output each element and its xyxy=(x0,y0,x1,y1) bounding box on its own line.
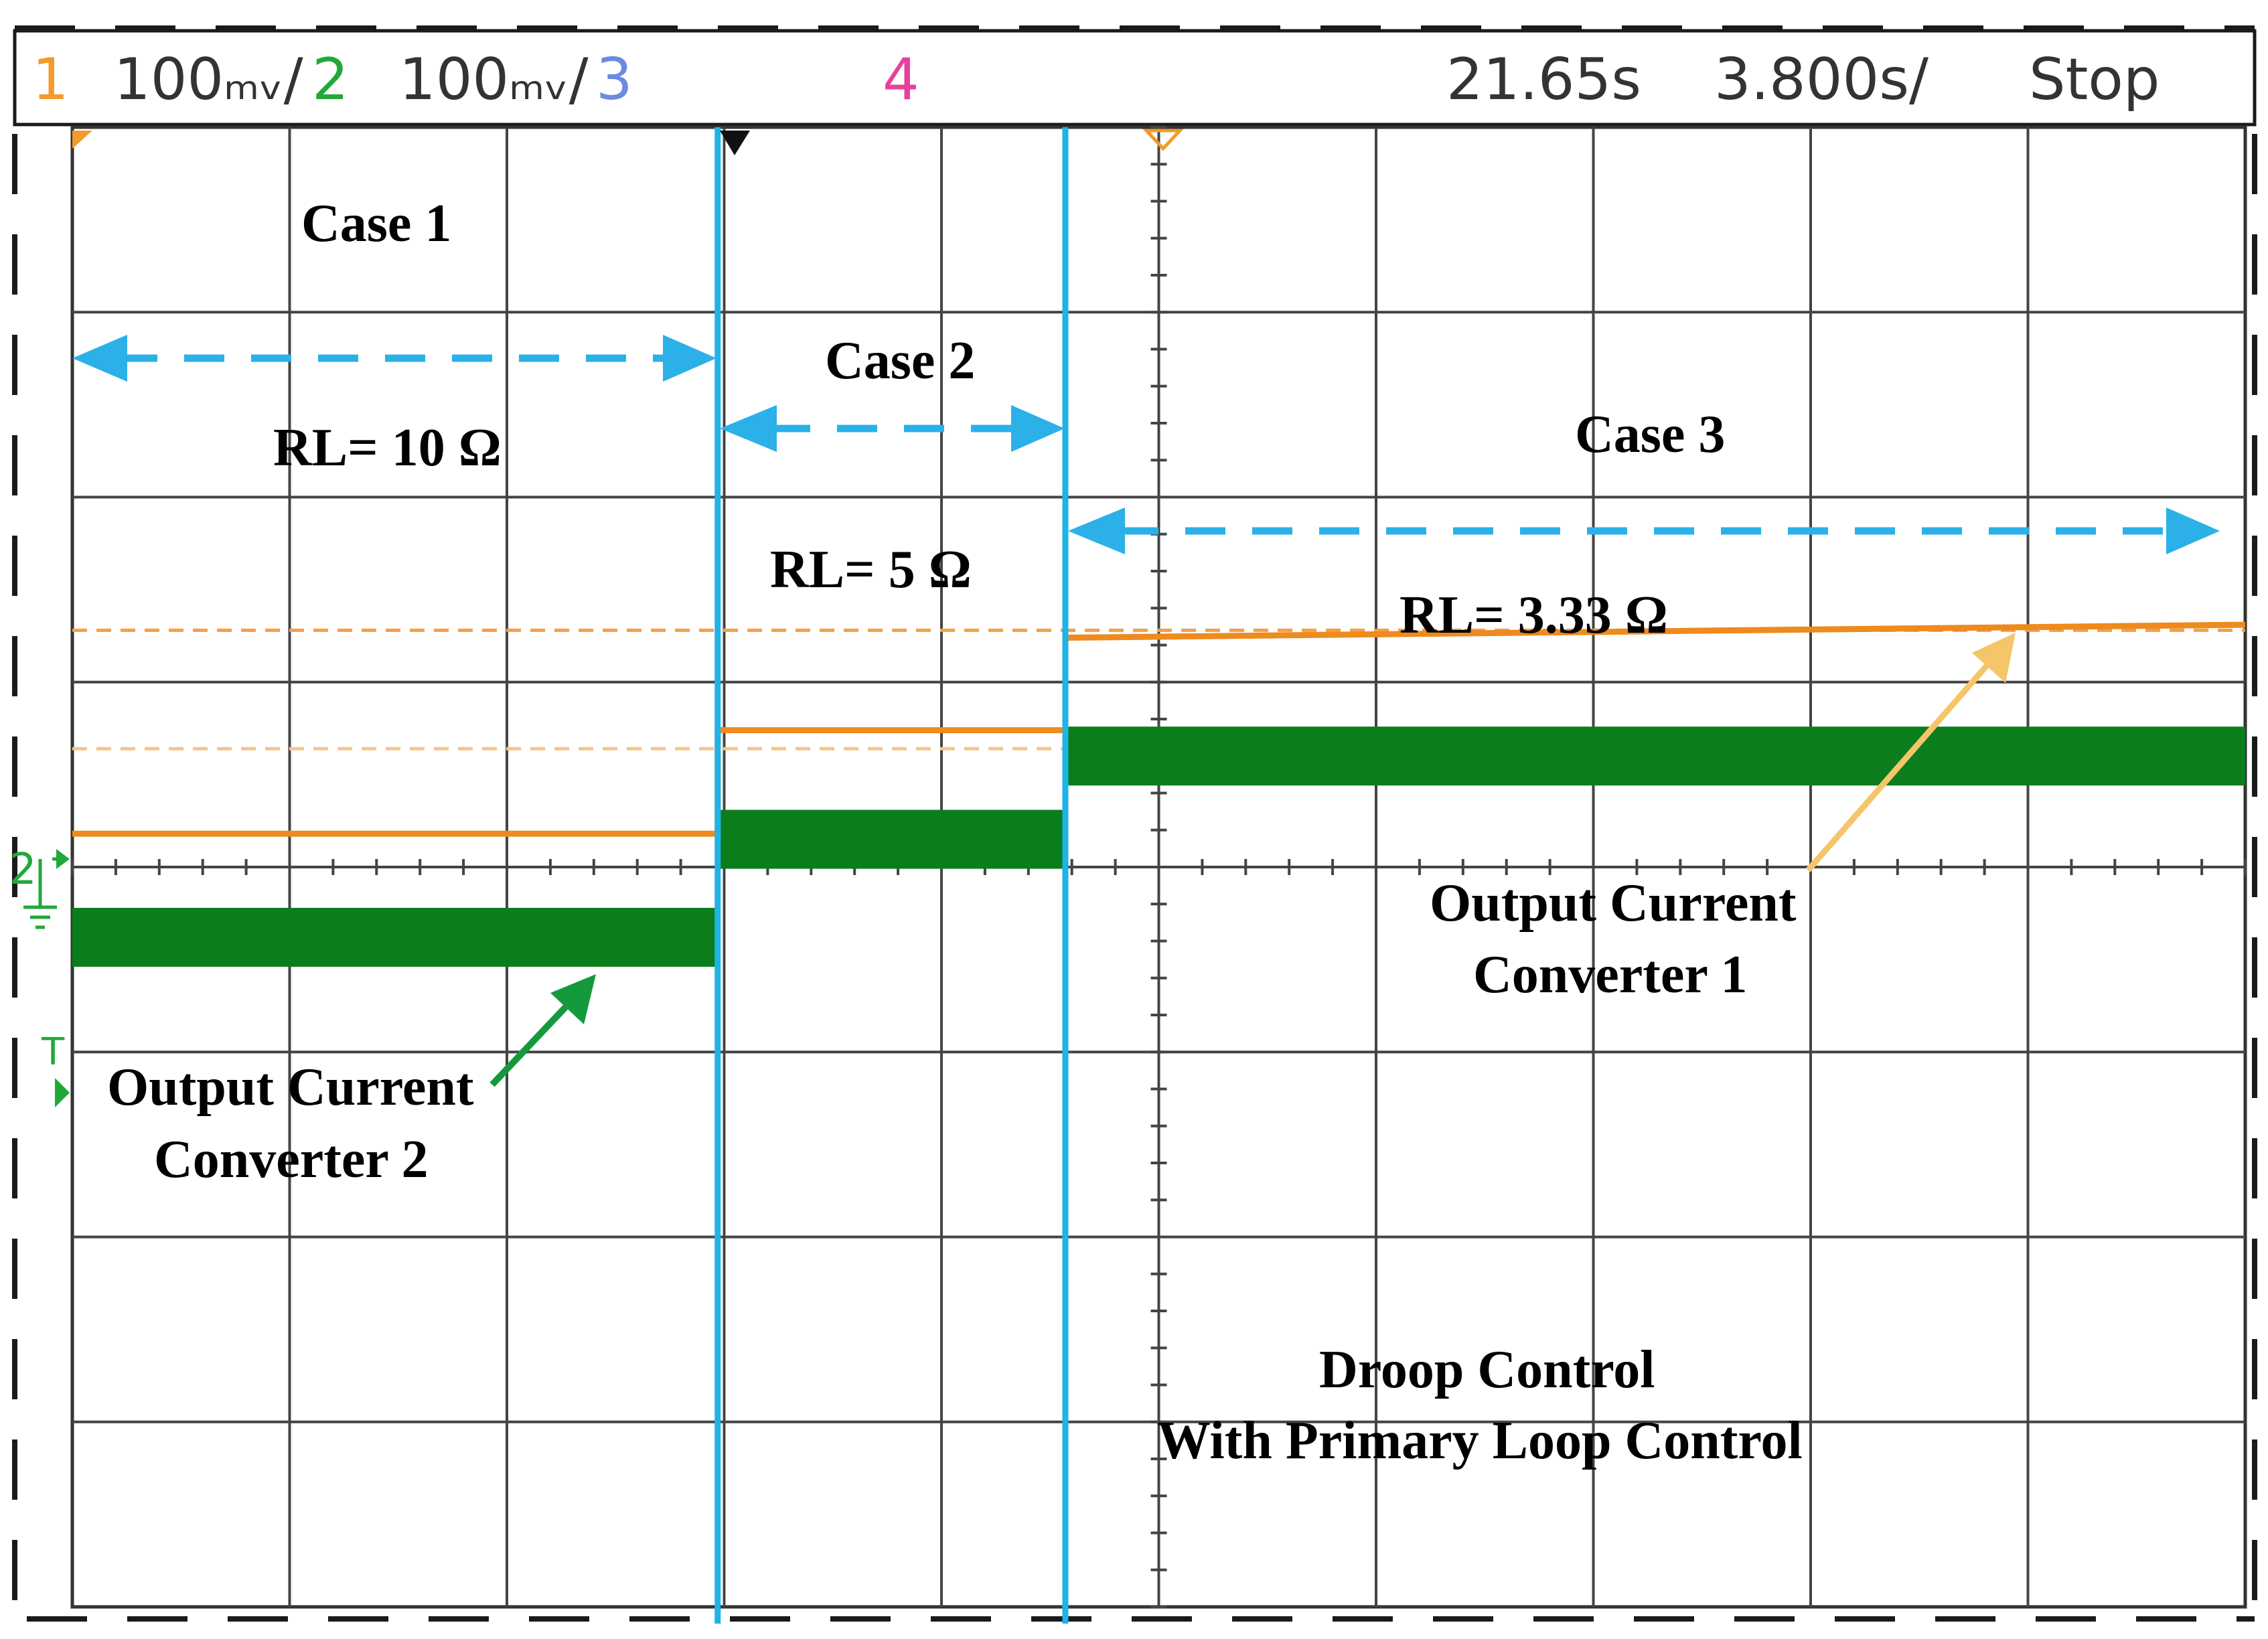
converter1-current-trace xyxy=(72,621,2246,837)
traces xyxy=(72,621,2246,967)
channel-1-number: 1 xyxy=(32,46,69,113)
case1-span-arrow xyxy=(72,335,716,382)
rl2-label: RL= 5 Ω xyxy=(770,540,972,599)
channel-1-scale: 100ₘᵥ/ xyxy=(114,46,303,113)
converter2-label-line2: Converter 2 xyxy=(154,1130,429,1189)
converter1-pointer-line xyxy=(1805,657,1995,872)
converter2-current-trace xyxy=(1065,726,2245,786)
timebase-readout: 3.800s/ xyxy=(1714,46,1929,113)
control-label-line2: With Primary Loop Control xyxy=(1157,1411,1803,1470)
trigger-level-icon xyxy=(55,1078,70,1107)
case3-label: Case 3 xyxy=(1575,405,1725,464)
converter1-label-line1: Output Current xyxy=(1430,874,1797,933)
channel-4-number: 4 xyxy=(883,46,919,113)
channel-2-scale: 100ₘᵥ/ xyxy=(399,46,589,113)
header-bar: 1 100ₘᵥ/ 2 100ₘᵥ/ 3 4 21.65s 3.800s/ Sto… xyxy=(13,29,2257,127)
trigger-level-label: T xyxy=(41,1030,65,1074)
header-frame xyxy=(13,29,2257,127)
ground-arrow-icon xyxy=(56,849,70,869)
channel-2-number: 2 xyxy=(312,46,349,113)
case3-left-arrowhead-icon xyxy=(1068,508,1125,554)
case1-left-arrowhead-icon xyxy=(72,335,127,382)
converter2-pointer-line xyxy=(489,995,577,1087)
time-cursors xyxy=(714,127,1069,1624)
center-axis-ticks xyxy=(71,126,2247,1608)
case2-label: Case 2 xyxy=(825,331,975,390)
case3-span-arrow xyxy=(1068,508,2220,554)
case3-right-arrowhead-icon xyxy=(2166,508,2220,554)
converter2-pointer-arrowhead-icon xyxy=(550,974,596,1024)
control-label-line1: Droop Control xyxy=(1319,1340,1655,1399)
run-state-readout: Stop xyxy=(2029,46,2160,113)
rl1-label: RL= 10 Ω xyxy=(273,418,502,477)
channel-1-marker-icon xyxy=(72,131,92,149)
converter1-pointer-arrowhead-icon xyxy=(1972,633,2016,683)
case2-left-arrowhead-icon xyxy=(720,405,777,452)
converter2-current-trace xyxy=(717,809,1065,869)
annotation-labels: Case 1 Case 2 Case 3 RL= 10 Ω RL= 5 Ω RL… xyxy=(107,194,1803,1470)
case1-right-arrowhead-icon xyxy=(663,335,716,382)
pointer-arrows xyxy=(489,633,2016,1087)
case2-span-arrow xyxy=(720,405,1065,452)
channel-3-number: 3 xyxy=(596,46,633,113)
case-span-arrows xyxy=(72,335,2220,554)
converter2-current-trace xyxy=(72,907,718,967)
trigger-position-icon xyxy=(720,131,750,155)
trigger-point-icon xyxy=(1142,129,1184,151)
rl3-label: RL= 3.33 Ω xyxy=(1400,586,1668,645)
ground-marker-label: 2 xyxy=(9,845,37,894)
trigger-time-readout: 21.65s xyxy=(1446,46,1641,113)
converter2-label-line1: Output Current xyxy=(107,1058,474,1117)
case1-label: Case 1 xyxy=(301,194,451,253)
markers: 2 T xyxy=(9,129,1184,1107)
converter1-label-line2: Converter 1 xyxy=(1473,945,1748,1004)
case2-right-arrowhead-icon xyxy=(1011,405,1065,452)
outer-dashed-border xyxy=(12,25,2257,1622)
